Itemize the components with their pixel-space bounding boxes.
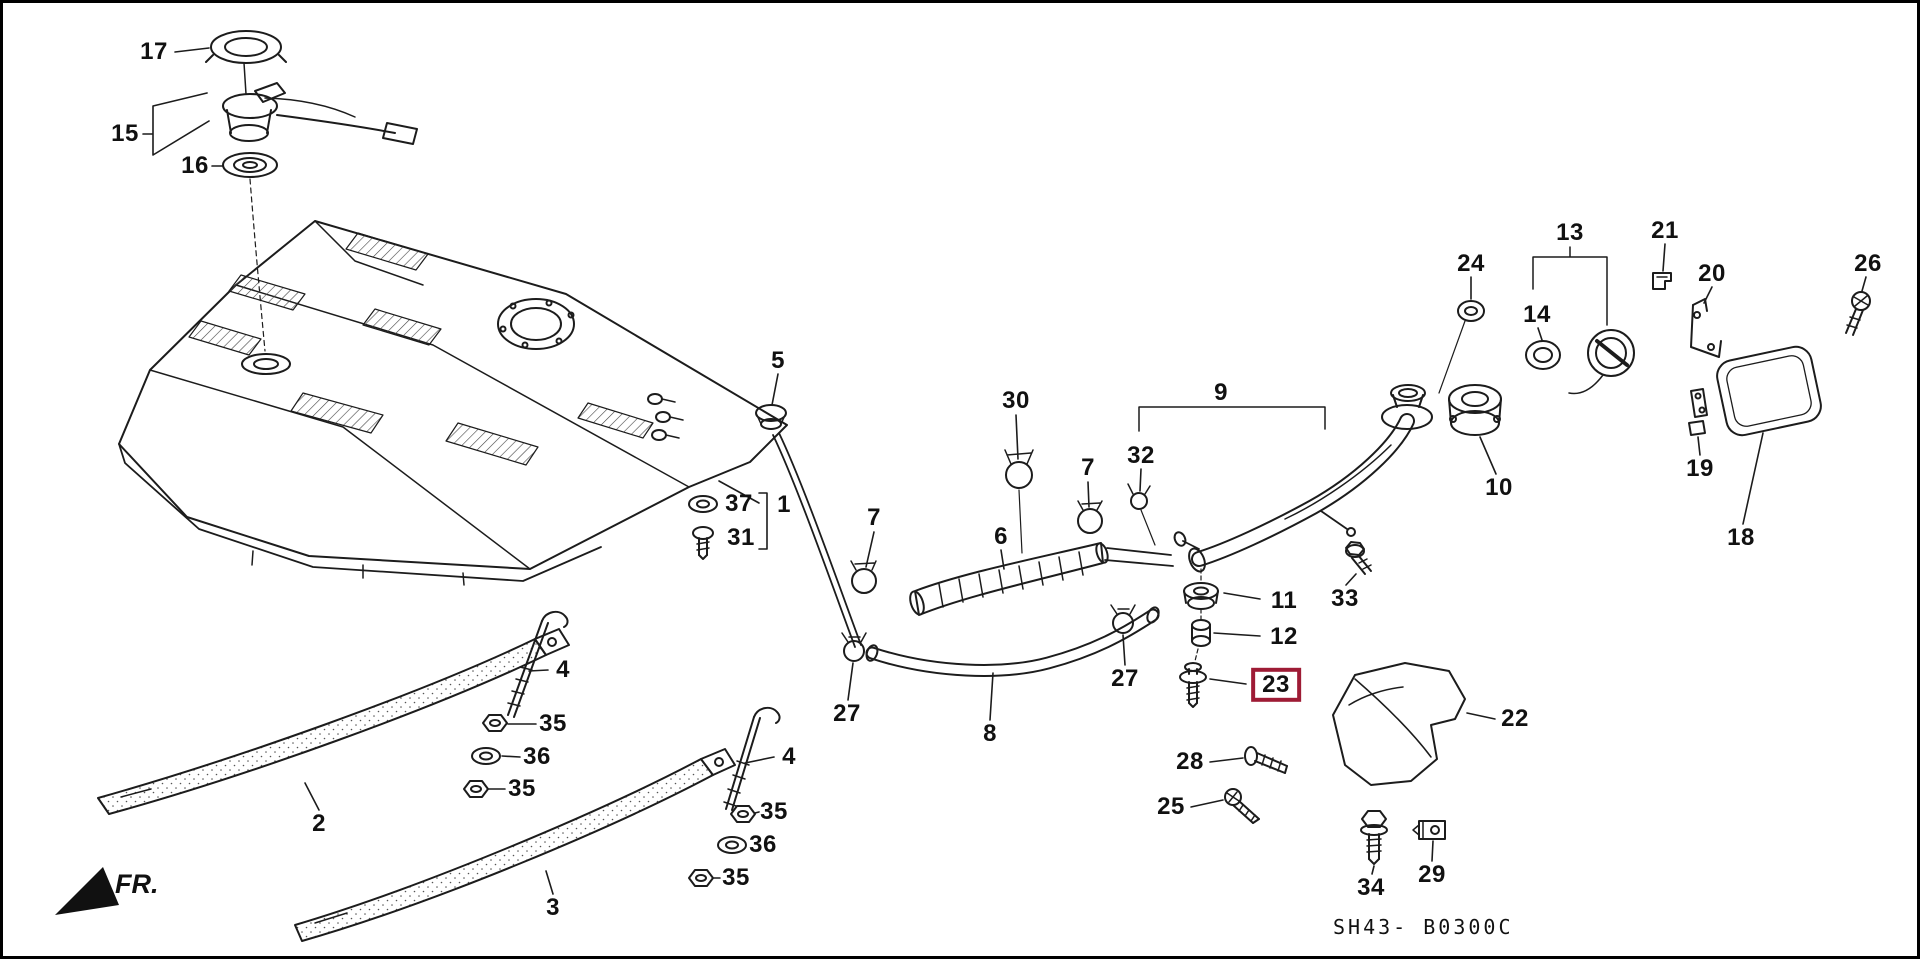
j-bolts-and-nuts-drawing bbox=[463, 610, 781, 887]
part-label-4a[interactable]: 4 bbox=[556, 655, 570, 683]
part-label-15[interactable]: 15 bbox=[111, 119, 139, 147]
part-label-18[interactable]: 18 bbox=[1727, 523, 1755, 551]
part-label-8[interactable]: 8 bbox=[983, 719, 997, 747]
part-label-20[interactable]: 20 bbox=[1698, 259, 1726, 287]
part-label-13[interactable]: 13 bbox=[1556, 218, 1584, 246]
part-label-19[interactable]: 19 bbox=[1686, 454, 1714, 482]
part-label-7b[interactable]: 7 bbox=[1081, 453, 1095, 481]
fuel-tank-drawing bbox=[118, 220, 862, 648]
part-label-23[interactable]: 23 bbox=[1251, 667, 1301, 703]
part-label-33[interactable]: 33 bbox=[1331, 584, 1359, 612]
part-label-9[interactable]: 9 bbox=[1214, 378, 1228, 406]
part-label-32[interactable]: 32 bbox=[1127, 441, 1155, 469]
part-label-36c[interactable]: 36 bbox=[749, 830, 777, 858]
part-label-31[interactable]: 31 bbox=[727, 523, 755, 551]
part-label-17[interactable]: 17 bbox=[140, 37, 168, 65]
part-label-21[interactable]: 21 bbox=[1651, 216, 1679, 244]
part-label-35b[interactable]: 35 bbox=[508, 774, 536, 802]
part-label-25[interactable]: 25 bbox=[1157, 792, 1185, 820]
part-label-12[interactable]: 12 bbox=[1270, 622, 1298, 650]
part-label-6[interactable]: 6 bbox=[994, 522, 1008, 550]
part-label-11[interactable]: 11 bbox=[1270, 586, 1298, 614]
part-label-35a[interactable]: 35 bbox=[539, 709, 567, 737]
splash-shield-drawing bbox=[1332, 662, 1466, 786]
part-label-24[interactable]: 24 bbox=[1457, 249, 1485, 277]
part-label-28[interactable]: 28 bbox=[1176, 747, 1204, 775]
part-label-30[interactable]: 30 bbox=[1002, 386, 1030, 414]
part-label-16[interactable]: 16 bbox=[181, 151, 209, 179]
part-label-27b[interactable]: 27 bbox=[1111, 664, 1139, 692]
filler-neck-parts-drawing bbox=[1438, 246, 1871, 436]
part-label-14[interactable]: 14 bbox=[1523, 300, 1551, 328]
part-label-36a[interactable]: 36 bbox=[523, 742, 551, 770]
fuel-pump-assembly-drawing bbox=[205, 30, 418, 352]
fuel-hoses-drawing bbox=[841, 449, 1174, 677]
part-label-34[interactable]: 34 bbox=[1357, 873, 1385, 901]
part-label-27a[interactable]: 27 bbox=[833, 699, 861, 727]
fuel-door-drawing bbox=[1716, 345, 1822, 437]
part-label-35d[interactable]: 35 bbox=[722, 863, 750, 891]
part-label-37[interactable]: 37 bbox=[725, 489, 753, 517]
part-label-1[interactable]: 1 bbox=[777, 490, 791, 518]
part-label-3[interactable]: 3 bbox=[546, 893, 560, 921]
part-label-4b[interactable]: 4 bbox=[782, 742, 796, 770]
part-label-2[interactable]: 2 bbox=[312, 809, 326, 837]
leader-lines bbox=[142, 47, 1867, 895]
part-label-22[interactable]: 22 bbox=[1501, 704, 1529, 732]
small-fasteners-drawing bbox=[1179, 541, 1446, 865]
tank-straps-drawing bbox=[97, 628, 736, 942]
fr-direction-arrow-icon bbox=[55, 867, 119, 915]
washer-and-bolt-drawing bbox=[688, 495, 718, 560]
diagram-line-art bbox=[55, 30, 1871, 942]
part-label-26[interactable]: 26 bbox=[1854, 249, 1882, 277]
part-label-7a[interactable]: 7 bbox=[867, 503, 881, 531]
part-label-29[interactable]: 29 bbox=[1418, 860, 1446, 888]
figure-code: SH43- B0300C bbox=[1333, 915, 1514, 939]
part-label-10[interactable]: 10 bbox=[1485, 473, 1513, 501]
filler-pipe-drawing bbox=[1138, 384, 1433, 573]
fr-direction-label: FR. bbox=[115, 869, 159, 899]
part-label-5[interactable]: 5 bbox=[771, 346, 785, 374]
part-label-35c[interactable]: 35 bbox=[760, 797, 788, 825]
